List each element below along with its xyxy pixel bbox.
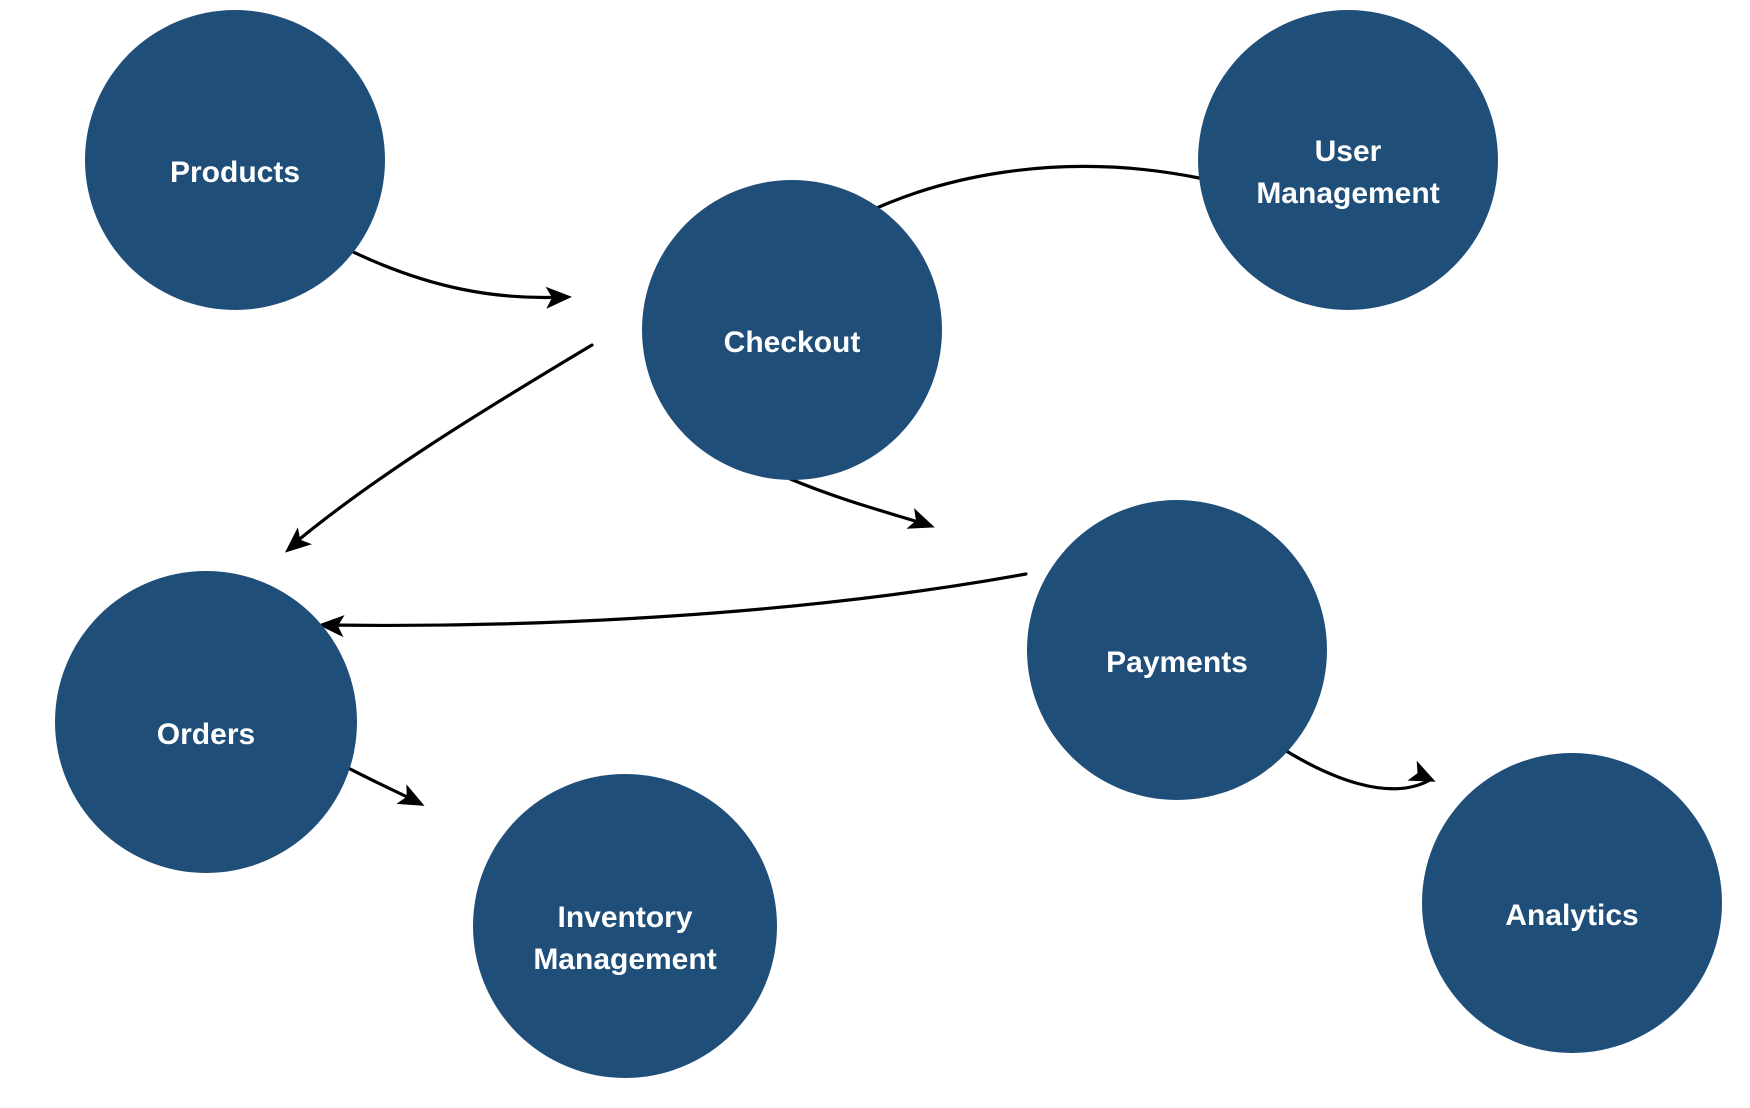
edge-usermgmt-checkout — [843, 164, 1201, 226]
node-shape-checkout[interactable] — [642, 180, 942, 480]
arrow-checkout-payments-icon — [906, 508, 935, 529]
arrow-payments-orders-icon — [318, 615, 345, 638]
edge-products-checkout — [343, 246, 567, 300]
edge-checkout-payments — [786, 476, 930, 527]
node-shape-analytics[interactable] — [1422, 753, 1722, 1053]
edge-checkout-orders — [288, 343, 594, 549]
arrow-checkout-orders-icon — [284, 527, 312, 553]
node-payments[interactable]: Payments — [1027, 500, 1327, 800]
node-shape-orders[interactable] — [55, 571, 357, 873]
node-analytics[interactable]: Analytics — [1422, 753, 1722, 1053]
node-orders[interactable]: Orders — [55, 571, 357, 873]
arrow-products-checkout-icon — [545, 286, 572, 309]
arrow-orders-inventory-icon — [396, 784, 425, 806]
node-shape-inventory[interactable] — [473, 774, 777, 1078]
node-shape-user_mgmt[interactable] — [1198, 10, 1498, 310]
node-checkout[interactable]: Checkout — [642, 180, 942, 480]
node-shape-payments[interactable] — [1027, 500, 1327, 800]
edge-payments-analytics — [1270, 740, 1432, 791]
node-products[interactable]: Products — [85, 10, 385, 310]
node-shape-products[interactable] — [85, 10, 385, 310]
arrow-payments-analytics-icon — [1407, 760, 1436, 782]
edge-payments-orders — [325, 572, 1028, 627]
